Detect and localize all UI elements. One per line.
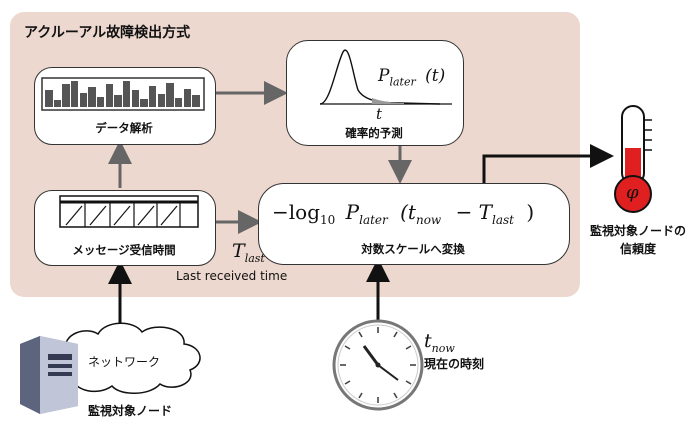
network-label: ネットワーク (88, 355, 161, 369)
probability-prediction-box (286, 40, 464, 146)
thermometer-symbol: φ (626, 182, 639, 203)
log-scale-box (258, 183, 570, 265)
confidence-label-line1: 監視対象ノードの (590, 224, 687, 238)
t-last-symbol: Tlast (232, 240, 265, 265)
t-now-symbol: tnow (424, 330, 455, 355)
prediction-label: 確率的予測 (345, 126, 403, 140)
data-analysis-label: データ解析 (95, 121, 153, 135)
message-time-label: メッセージ受信時間 (72, 243, 176, 257)
t-last-caption: Last received time (176, 269, 288, 283)
node-label: 監視対象ノード (88, 404, 173, 418)
confidence-label-line2: 信頼度 (620, 242, 657, 256)
plot-axis-t: t (376, 105, 383, 123)
log-formula: −log10 Plater (tnow − Tlast ) (272, 200, 535, 227)
log-scale-label: 対数スケールへ変換 (361, 242, 465, 256)
region-title: アクルーアル故障検出方式 (24, 25, 191, 41)
plot-p-later: Plater (t) (378, 66, 446, 89)
t-now-caption: 現在の時刻 (424, 357, 485, 371)
arrow-log-to-confidence (482, 144, 614, 186)
